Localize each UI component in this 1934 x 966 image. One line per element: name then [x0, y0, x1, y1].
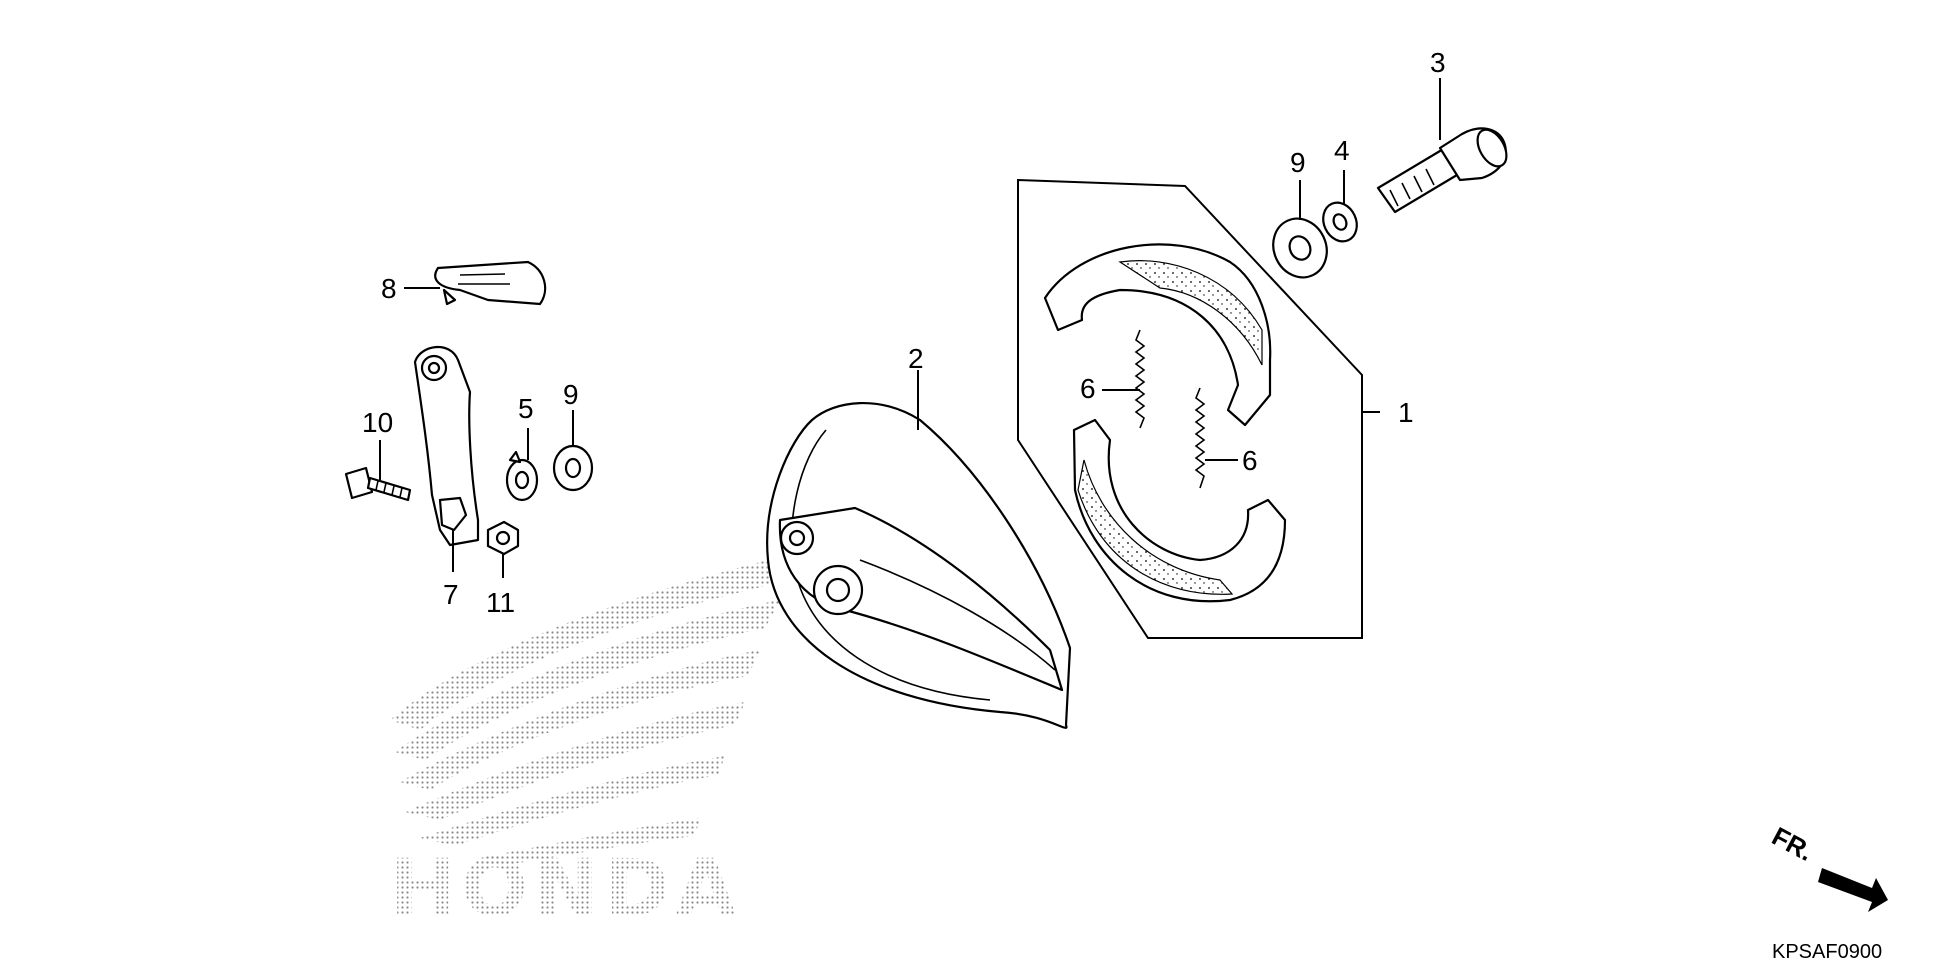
honda-wing-logo: [390, 555, 790, 866]
callout-4: 4: [1334, 135, 1350, 166]
front-direction-indicator: FR.: [1767, 821, 1888, 912]
callout-6-lower: 6: [1242, 445, 1258, 476]
callout-8: 8: [381, 273, 397, 304]
brake-arm: [413, 345, 480, 547]
return-spring-left: [1134, 329, 1146, 429]
brake-panel: [766, 402, 1072, 729]
callout-9-right: 9: [1290, 147, 1306, 178]
dust-seal-left: [552, 444, 594, 492]
nut-11: [486, 520, 520, 556]
brake-shoe-upper: [1043, 243, 1272, 427]
honda-wordmark: HONDA: [390, 844, 742, 934]
leader-lines: [379, 78, 1441, 578]
callout-2: 2: [908, 343, 924, 374]
brake-shoe-lower: [1072, 418, 1287, 603]
callout-5: 5: [518, 393, 534, 424]
front-arrow-icon: [1818, 868, 1888, 912]
bolt-10: [344, 466, 412, 502]
callouts: 1 2 3 4 5 6 6 7 8 9 9 10 11: [362, 47, 1446, 618]
callout-10: 10: [362, 407, 393, 438]
callout-9-left: 9: [563, 379, 579, 410]
callout-6-upper: 6: [1080, 373, 1096, 404]
front-label: FR.: [1767, 821, 1818, 867]
callout-1: 1: [1398, 397, 1414, 428]
honda-watermark: HONDA: [390, 555, 790, 934]
washer-4: [1322, 201, 1358, 243]
brake-shoe-set-frame: [1017, 178, 1363, 639]
indicator-5: [505, 450, 539, 502]
diagram-code: KPSAF0900: [1772, 941, 1882, 963]
dust-seal-right: [1272, 217, 1328, 279]
brake-cam: [1376, 127, 1508, 214]
callout-7: 7: [443, 579, 459, 610]
callout-3: 3: [1430, 47, 1446, 78]
return-spring-right: [1194, 387, 1206, 489]
wear-indicator-plate: [434, 260, 547, 306]
callout-11: 11: [486, 587, 515, 618]
